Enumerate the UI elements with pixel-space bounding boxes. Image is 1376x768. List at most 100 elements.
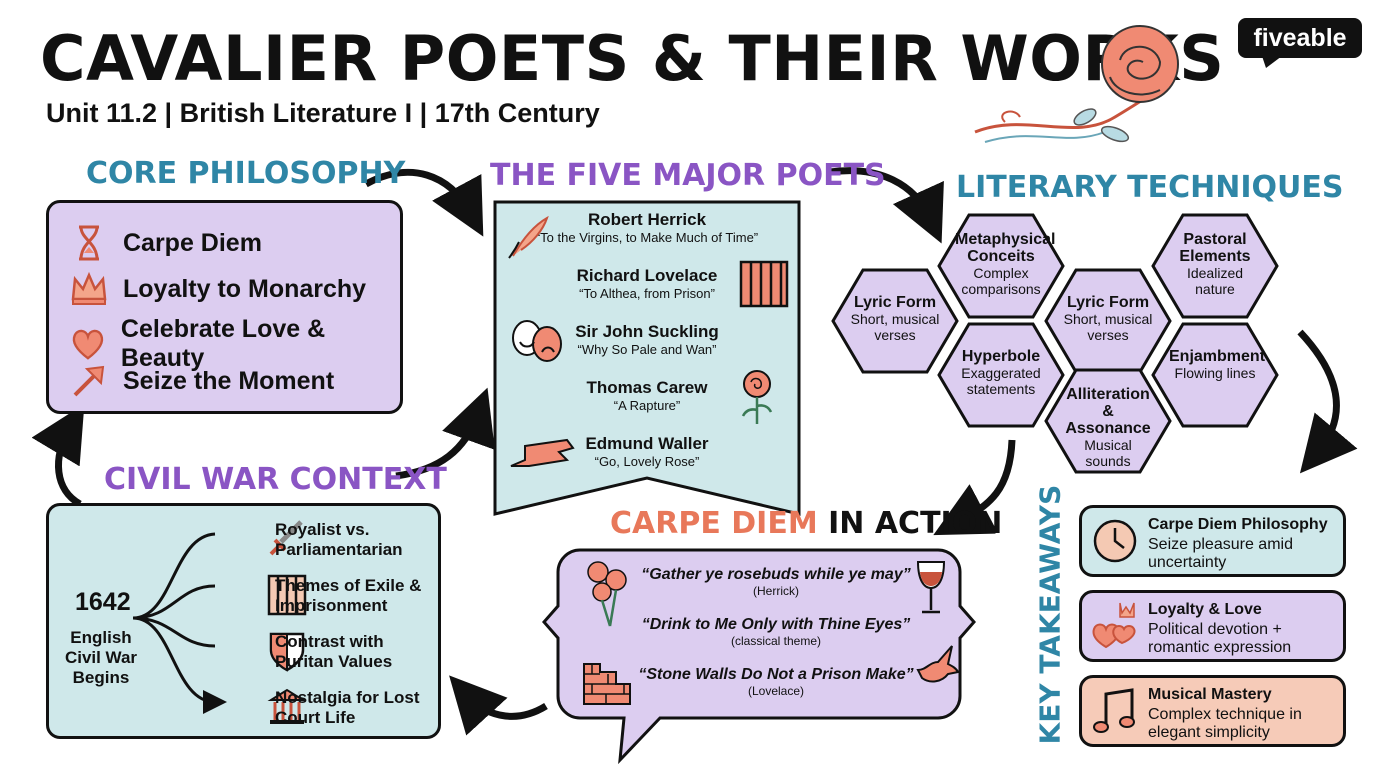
- core-item-label: Carpe Diem: [123, 228, 262, 257]
- techniques-title: LITERARY TECHNIQUES: [956, 170, 1344, 205]
- wine-glass-icon: [916, 561, 946, 614]
- quote-source: (Herrick): [753, 584, 799, 598]
- branch-arrows: [133, 532, 273, 742]
- core-item-label: Celebrate Love & Beauty: [120, 315, 326, 372]
- takeaway-desc: Seize pleasure amid uncertainty: [1148, 536, 1293, 571]
- poet-work: “Why So Pale and Wan”: [577, 342, 717, 357]
- quote-text: “Gather ye rosebuds while ye may”: [641, 566, 911, 583]
- technique-title: Pastoral Elements: [1179, 231, 1251, 265]
- palace-icon: [267, 688, 307, 724]
- poets-banner: Robert Herrick “To the Virgins, to Make …: [483, 196, 811, 522]
- core-item-loyalty: Loyalty to Monarchy: [69, 269, 366, 309]
- quote-source: (classical theme): [730, 634, 822, 648]
- takeaway-desc: Complex technique in elegant simplicity: [1148, 706, 1302, 741]
- poet-name: Robert Herrick: [587, 210, 707, 229]
- technique-title: Lyric Form: [1066, 294, 1150, 311]
- quote-entry: “Stone Walls Do Not a Prison Make” (Love…: [566, 666, 986, 698]
- quill-icon: [508, 215, 549, 259]
- poet-entry: Edmund Waller “Go, Lovely Rose”: [483, 434, 811, 469]
- prison-bars-icon: [267, 574, 307, 616]
- theater-masks-icon: [512, 320, 562, 362]
- takeaway-title: Musical Mastery: [1148, 686, 1272, 703]
- technique-desc: Short, musical verses: [1063, 311, 1153, 343]
- shield-icon: [269, 632, 305, 672]
- civil-war-item: Nostalgia for Lost Court Life: [275, 688, 420, 727]
- core-item-seize: Seize the Moment: [69, 361, 334, 401]
- poet-work: “To Althea, from Prison”: [579, 286, 715, 301]
- clock-icon: [1093, 519, 1137, 563]
- rose-icon: [741, 370, 773, 424]
- poet-entry: Richard Lovelace “To Althea, from Prison…: [483, 266, 811, 301]
- speech-bubble: [542, 548, 976, 765]
- technique-title: Metaphysical Conceits: [955, 231, 1056, 265]
- ribbon-icon: [510, 438, 575, 467]
- technique-desc: Complex comparisons: [961, 265, 1041, 297]
- carpe-diem-title-rest: IN ACTION: [817, 506, 1003, 541]
- arrow-up-right-icon: [73, 365, 105, 397]
- dove-icon: [916, 645, 960, 683]
- hexagon-shape: [937, 213, 1065, 319]
- sword-icon: [269, 520, 303, 556]
- takeaways-title-wrap: KEY TAKEAWAYS: [1030, 484, 1070, 748]
- civil-war-item: Themes of Exile & Imprisonment: [275, 576, 422, 615]
- poet-work: “To the Virgins, to Make Much of Time”: [535, 230, 759, 245]
- poet-entry: Robert Herrick “To the Virgins, to Make …: [483, 210, 811, 245]
- civil-war-event: English Civil War Begins: [64, 628, 138, 687]
- prison-bars-icon: [739, 260, 789, 308]
- takeaway-card: Loyalty & Love Political devotion + roma…: [1079, 590, 1346, 662]
- poet-name: Thomas Carew: [586, 378, 708, 397]
- hexagon-shape: [1044, 368, 1172, 474]
- quote-text: “Stone Walls Do Not a Prison Make”: [638, 666, 914, 683]
- heart-icon: [72, 329, 104, 360]
- carpe-diem-title: CARPE DIEM IN ACTION: [610, 506, 1002, 541]
- takeaway-title: Loyalty & Love: [1148, 601, 1262, 618]
- poet-entry: Thomas Carew “A Rapture”: [483, 378, 811, 413]
- technique-desc: Short, musical verses: [850, 311, 940, 343]
- takeaways-title: KEY TAKEAWAYS: [1033, 484, 1067, 745]
- poet-work: “A Rapture”: [613, 398, 681, 413]
- music-note-icon: [1093, 688, 1135, 733]
- poet-entry: Sir John Suckling “Why So Pale and Wan”: [483, 322, 811, 357]
- core-item-label: Seize the Moment: [123, 366, 335, 395]
- hourglass-icon: [79, 225, 99, 261]
- civil-war-box: 1642 English Civil War Begins Royalist v…: [46, 503, 441, 739]
- quote-text: “Drink to Me Only with Thine Eyes”: [641, 616, 911, 633]
- brand-logo[interactable]: fiveable: [1238, 18, 1362, 58]
- technique-title: Alliteration & Assonance: [1065, 386, 1151, 437]
- logo-tail-icon: [1262, 56, 1282, 68]
- poet-name: Richard Lovelace: [576, 266, 718, 285]
- hexagon-shape: [937, 322, 1065, 428]
- takeaway-desc: Political devotion + romantic expression: [1148, 621, 1292, 656]
- technique-desc: Musical sounds: [1084, 437, 1132, 469]
- roses-icon: [587, 561, 627, 627]
- core-item-love: Celebrate Love & Beauty: [69, 315, 400, 373]
- quote-source: (Lovelace): [747, 684, 805, 698]
- carpe-diem-title-highlight: CARPE DIEM: [610, 506, 818, 541]
- poets-title: THE FIVE MAJOR POETS: [490, 158, 886, 193]
- civil-war-item: Royalist vs. Parliamentarian: [275, 520, 403, 559]
- poet-name: Sir John Suckling: [575, 322, 719, 341]
- poet-work: “Go, Lovely Rose”: [594, 454, 700, 469]
- civil-war-year: 1642: [75, 588, 131, 616]
- poet-name: Edmund Waller: [585, 434, 709, 453]
- technique-title: Enjambment: [1169, 348, 1266, 365]
- core-philosophy-box: Carpe Diem Loyalty to Monarchy Celebrate…: [46, 200, 403, 414]
- technique-title: Hyperbole: [961, 348, 1041, 365]
- rose-decoration-icon: [974, 25, 1179, 143]
- crown-icon: [71, 271, 107, 305]
- page-subtitle: Unit 11.2 | British Literature I | 17th …: [46, 98, 600, 128]
- hexagon-shape: [1151, 322, 1279, 428]
